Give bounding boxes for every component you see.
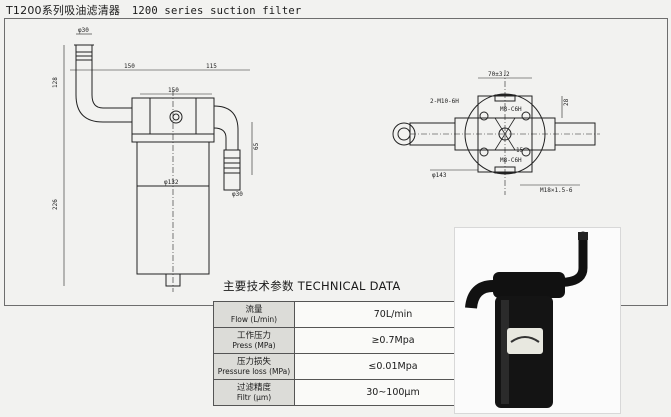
dim-28: 28 — [563, 98, 570, 106]
table-row: 工作压力 Press (MPa) ≥0.7Mpa — [213, 327, 492, 354]
row-label: 压力损失 Pressure loss (MPa) — [213, 353, 295, 380]
label-en: Filtr (μm) — [236, 392, 272, 402]
head-port-circle — [169, 110, 183, 124]
dim-150-top: 150 — [124, 63, 135, 70]
dim-hole-spec: 2-M10-6H — [430, 98, 459, 105]
dim-outlet-dia: φ30 — [232, 191, 243, 198]
dim-150-mid: 150 — [168, 87, 179, 94]
technical-data-table: 流量 Flow (L/min) 70L/min 工作压力 Press (MPa)… — [213, 301, 492, 406]
dim-15: 15 — [516, 147, 524, 154]
pipe-outline-outer — [75, 45, 132, 123]
dim-143: φ143 — [432, 172, 447, 179]
outlet-pipe — [223, 149, 241, 191]
technical-data-heading: 主要技术参数 TECHNICAL DATA — [220, 278, 404, 294]
dim-body-dia: φ132 — [164, 179, 179, 186]
title-cn: T1200系列吸油滤清器 — [6, 4, 121, 17]
page-title: T1200系列吸油滤清器 1200 series suction filter — [6, 2, 301, 18]
label-cn: 过滤精度 — [236, 382, 271, 393]
label-en: Press (MPa) — [232, 340, 276, 350]
dim-pipe-dia: φ30 — [78, 27, 89, 34]
outlet-elbow-outer — [213, 105, 239, 150]
label-cn: 流量 — [245, 304, 263, 315]
outlet-elbow-inner — [213, 127, 227, 150]
top-view-body — [464, 93, 546, 175]
row-label: 工作压力 Press (MPa) — [213, 327, 295, 354]
table-row: 压力损失 Pressure loss (MPa) ≤0.01Mpa — [213, 353, 492, 380]
dim-thread: M18×1.5-6 — [540, 187, 573, 194]
row-label: 过滤精度 Filtr (μm) — [213, 379, 295, 406]
table-row: 过滤精度 Filtr (μm) 30~100μm — [213, 379, 492, 406]
label-cn: 压力损失 — [236, 356, 271, 367]
label-cn: 工作压力 — [236, 330, 271, 341]
filter-photo-illustration — [465, 231, 588, 408]
dim-226: 226 — [52, 199, 59, 210]
dim-mounting-2: M8-C6H — [500, 157, 522, 164]
label-en: Pressure loss (MPa) — [217, 366, 291, 376]
dim-65: 65 — [253, 142, 260, 150]
dim-70: 70±3.2 — [488, 71, 510, 78]
label-en: Flow (L/min) — [230, 314, 278, 324]
dim-128: 128 — [52, 77, 59, 88]
title-en: 1200 series suction filter — [131, 5, 302, 17]
pipe-outline-inner — [91, 45, 132, 109]
dim-115: 115 — [206, 63, 217, 70]
dim-mounting: M8-C6H — [500, 106, 522, 113]
top-view-flange — [477, 95, 533, 173]
row-label: 流量 Flow (L/min) — [213, 301, 295, 328]
product-photo — [454, 227, 621, 414]
table-row: 流量 Flow (L/min) 70L/min — [213, 301, 492, 328]
top-view-outlet — [554, 122, 596, 146]
